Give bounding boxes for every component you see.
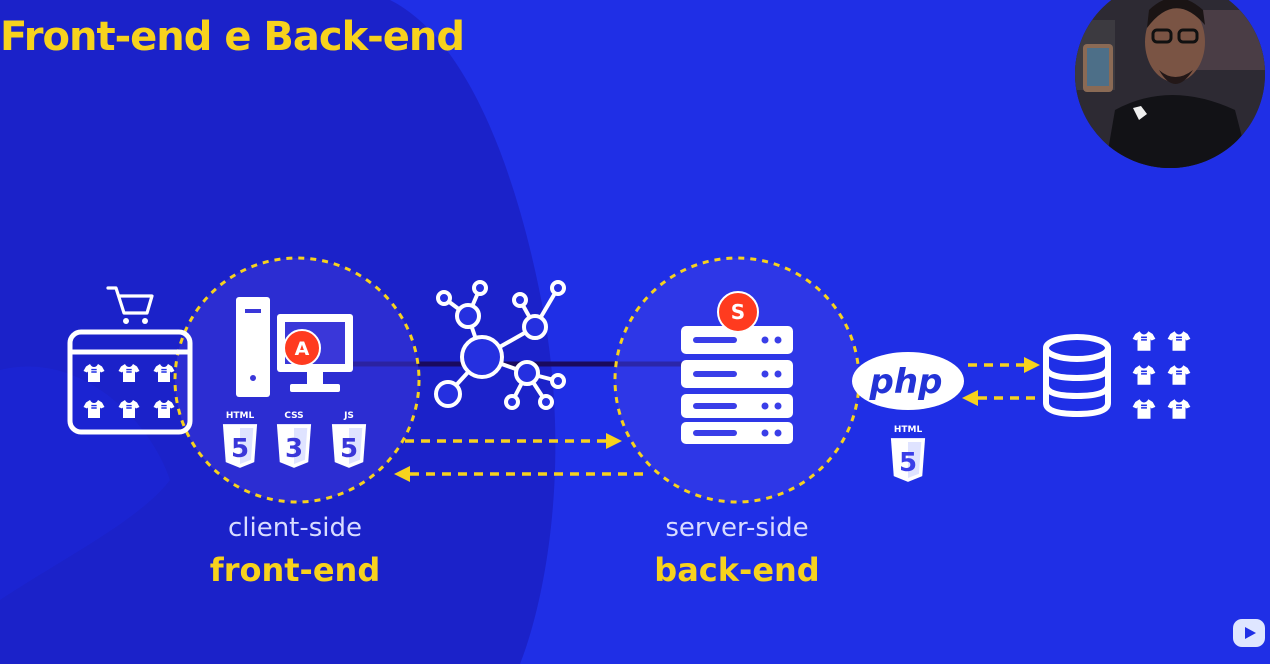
tshirt-icon bbox=[1131, 330, 1157, 352]
server-side-label: server-side bbox=[665, 513, 809, 543]
tshirt-stock-grid bbox=[1131, 330, 1192, 420]
tshirt-icon bbox=[1131, 398, 1157, 420]
angular-badge-label: A bbox=[295, 338, 310, 360]
product-grid-icon bbox=[67, 329, 193, 435]
slide-title: Front-end e Back-end bbox=[0, 14, 465, 60]
server-badge-icon: S bbox=[717, 291, 759, 333]
svg-text:HTML: HTML bbox=[894, 425, 923, 435]
background-blob-curve bbox=[0, 366, 170, 600]
database-icon bbox=[1043, 334, 1111, 418]
shopping-cart-icon bbox=[106, 286, 154, 324]
tshirt-icon bbox=[1166, 364, 1192, 386]
svg-text:5: 5 bbox=[340, 434, 358, 464]
css3-logo-icon: CSS 3 bbox=[276, 411, 312, 468]
query-arrow bbox=[968, 357, 1040, 373]
svg-text:JS: JS bbox=[343, 411, 354, 421]
tshirt-icon bbox=[1166, 330, 1192, 352]
angular-badge-icon: A bbox=[283, 329, 321, 367]
svg-text:3: 3 bbox=[285, 434, 303, 464]
svg-text:5: 5 bbox=[899, 448, 917, 478]
response-arrow bbox=[394, 466, 650, 482]
tshirt-icon bbox=[1131, 364, 1157, 386]
html5-logo-icon-server: HTML 5 bbox=[890, 425, 926, 482]
client-side-label: client-side bbox=[227, 513, 363, 543]
network-hub-icon bbox=[434, 280, 566, 410]
result-arrow bbox=[962, 390, 1036, 406]
request-arrow bbox=[405, 433, 622, 449]
js-logo-icon: JS 5 bbox=[331, 411, 367, 468]
video-badge-icon bbox=[1233, 619, 1265, 647]
server-rack-icon bbox=[681, 326, 793, 444]
server-badge-label: S bbox=[731, 300, 745, 324]
php-logo-icon: php bbox=[852, 352, 964, 410]
svg-text:php: php bbox=[869, 362, 943, 402]
svg-text:HTML: HTML bbox=[226, 411, 255, 421]
tshirt-icon bbox=[1166, 398, 1192, 420]
svg-text:5: 5 bbox=[231, 434, 249, 464]
back-end-label: back-end bbox=[654, 551, 820, 589]
html5-logo-icon: HTML 5 bbox=[222, 411, 258, 468]
svg-text:CSS: CSS bbox=[284, 411, 303, 421]
front-end-label: front-end bbox=[209, 551, 381, 589]
